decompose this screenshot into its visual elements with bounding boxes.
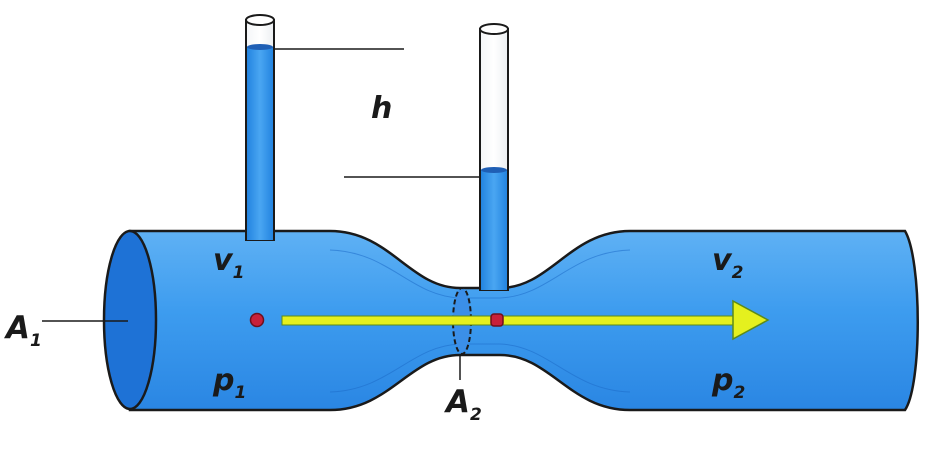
inlet-opening bbox=[102, 229, 158, 411]
label-v1: v1 bbox=[213, 243, 244, 283]
label-v2: v2 bbox=[712, 243, 743, 283]
right-piezometer-tube bbox=[479, 23, 509, 291]
left-piezometer-tube bbox=[245, 14, 275, 241]
label-a2: A2 bbox=[443, 384, 482, 425]
label-h: h bbox=[371, 91, 392, 126]
particle-point-1 bbox=[249, 312, 265, 328]
label-p2: p2 bbox=[711, 363, 745, 403]
label-p1: p1 bbox=[212, 363, 246, 403]
particle-point-2 bbox=[490, 313, 504, 327]
flow-arrow bbox=[281, 299, 770, 341]
label-a1: A1 bbox=[3, 310, 42, 351]
flow-lines bbox=[329, 249, 631, 393]
